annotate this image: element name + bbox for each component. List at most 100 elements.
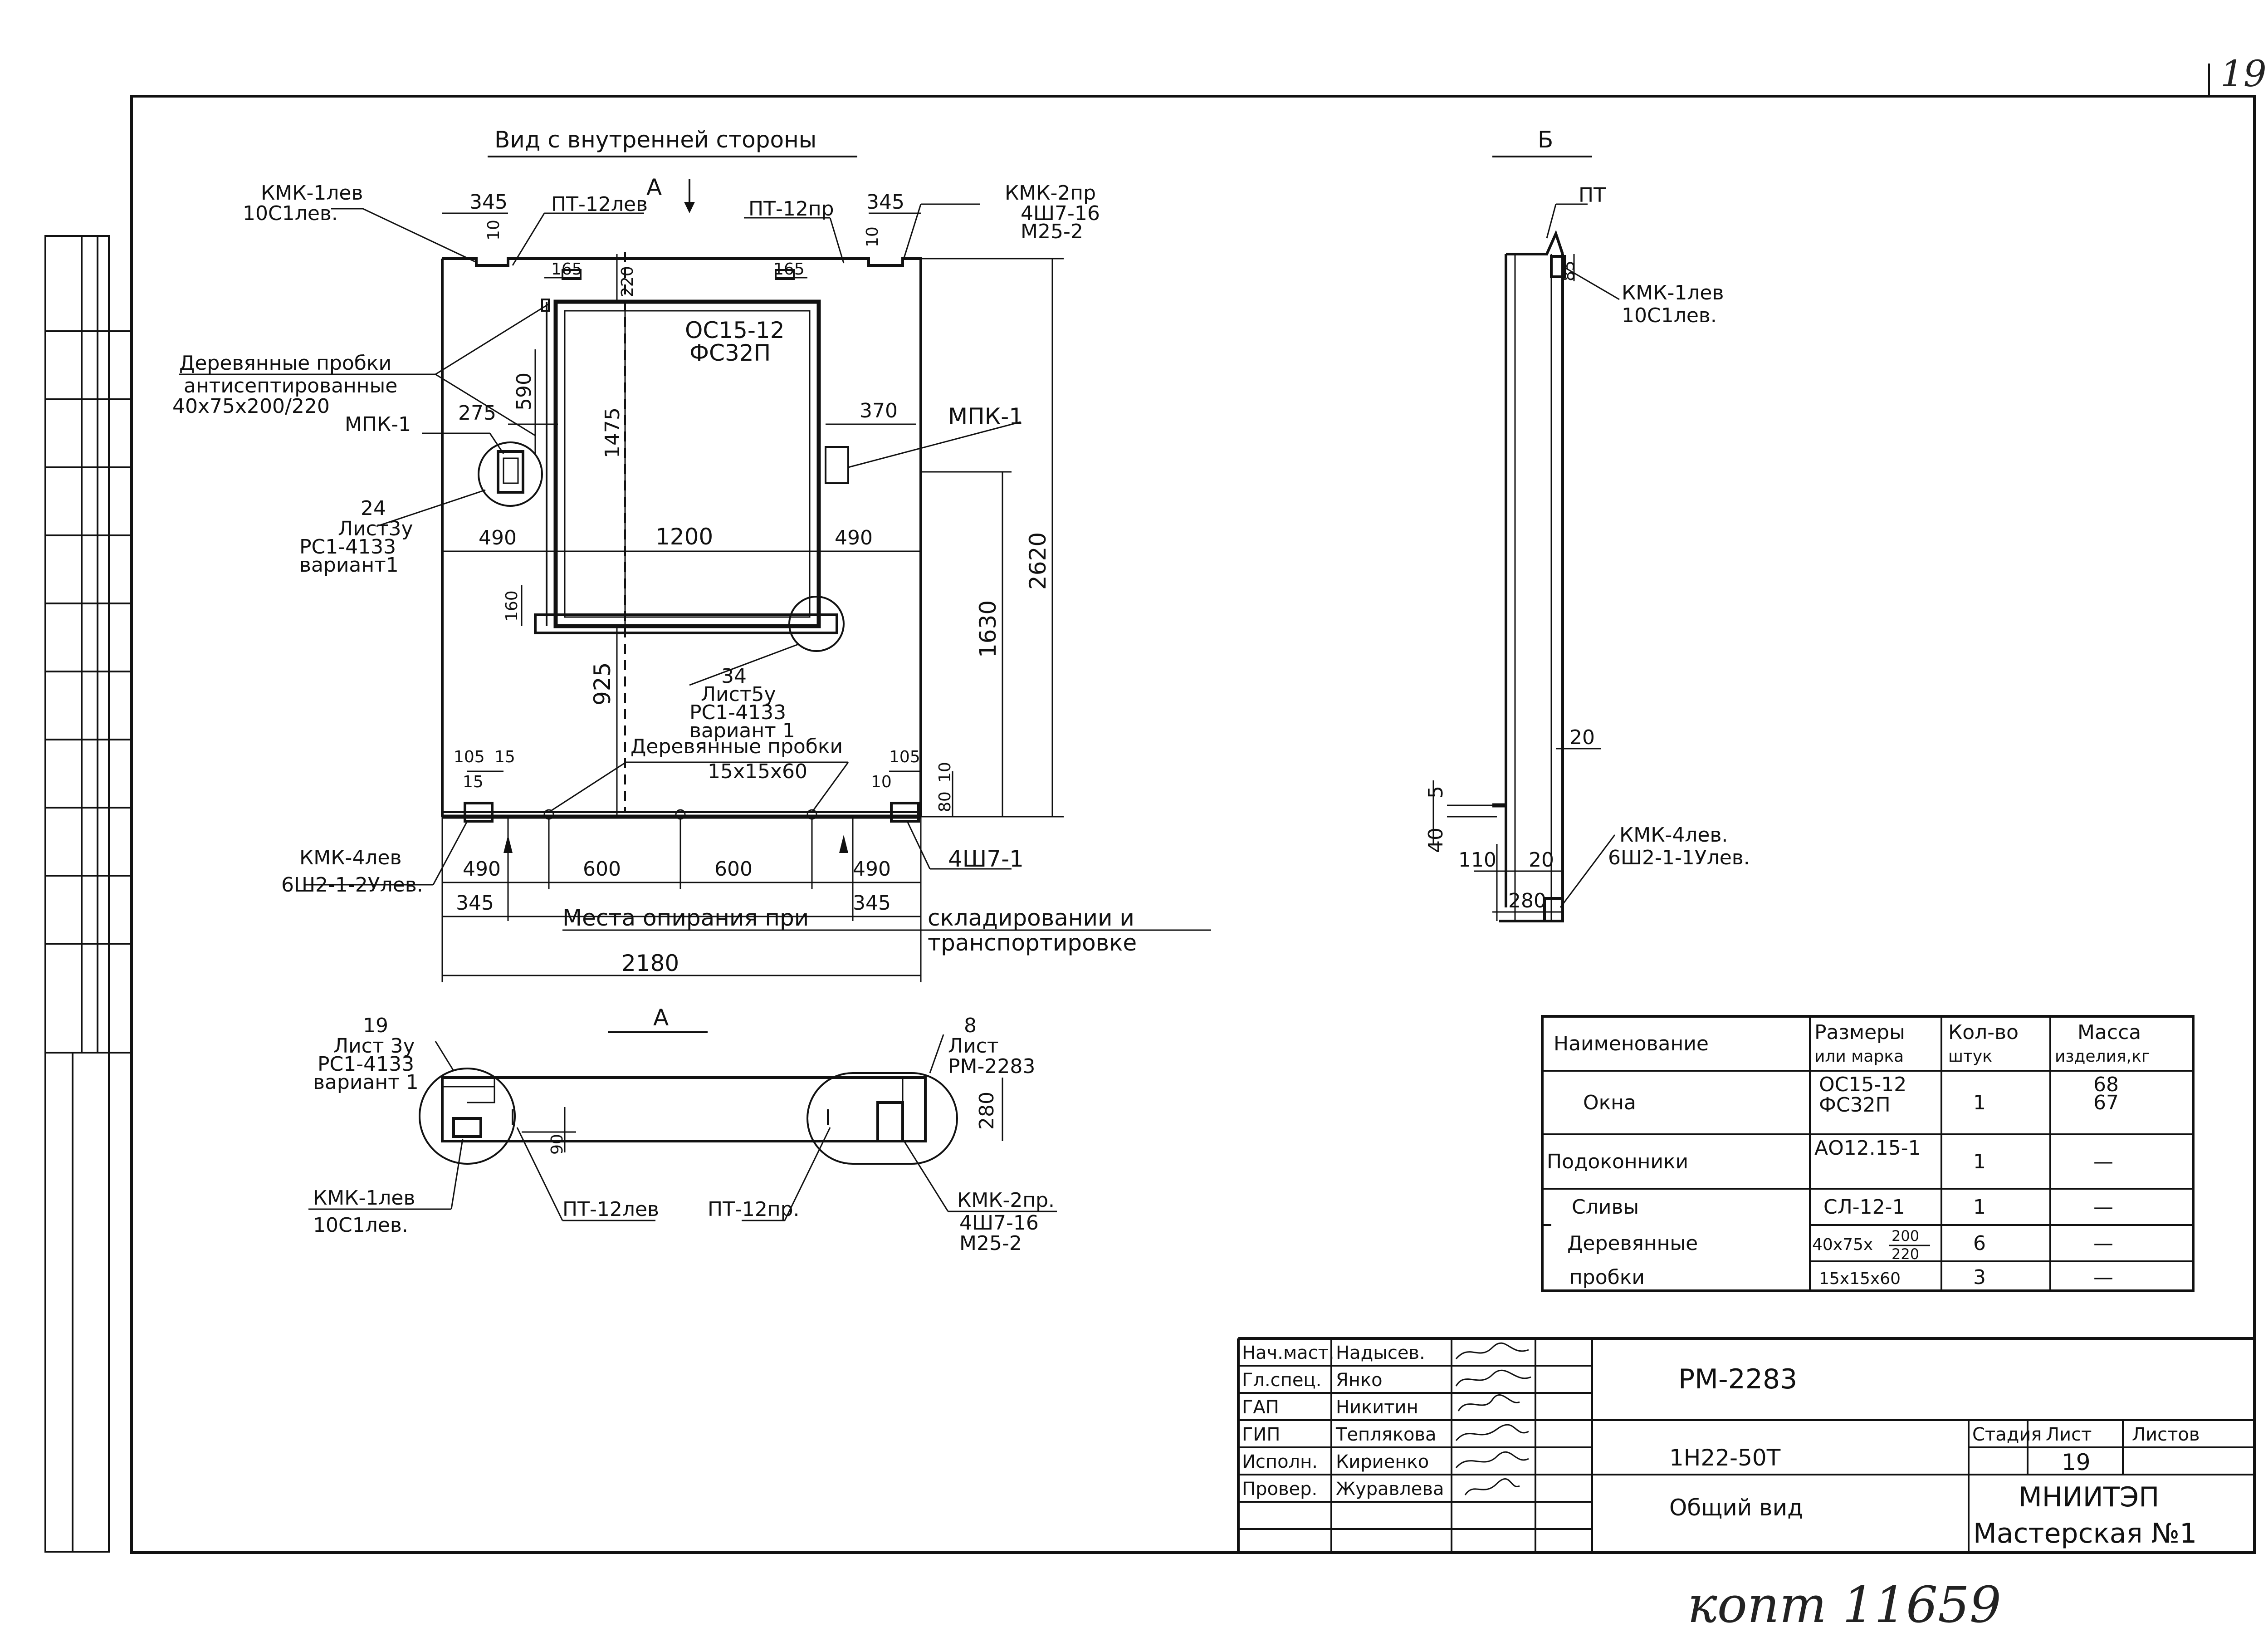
spec-header-size-1: Размеры [1814,1021,1905,1044]
support-label-3: транспортировке [928,930,1137,956]
front-view-title: Вид с внутренней стороны [494,127,816,153]
section-b-dim-280: 280 [1508,889,1546,912]
spec-row-4-name: Деревянные [1567,1232,1698,1255]
front-leaders [179,203,1211,931]
kmk2-label-3: М25-2 [1021,220,1083,243]
dim-490-bottom-left: 490 [463,858,501,881]
page-number: 19 [2220,53,2267,95]
section-a-dim-90: 90 [548,1134,567,1155]
section-a-ref19-3: РС1-4133 [318,1053,414,1076]
tb-name-1: Надысев. [1336,1343,1425,1363]
dim-590: 590 [513,372,536,411]
wall-panel [441,257,922,819]
kmk1-label-1: КМК-1лев [261,181,363,205]
ref24-2: Лист3у [338,517,413,540]
window-mark-2: ФС32П [689,340,771,366]
support-label-1: Места опирания при [562,905,809,931]
spec-row-2-mass: — [2093,1150,2113,1173]
spec-row-4-frac-num: 200 [1892,1227,1919,1245]
dim-600-a: 600 [583,858,621,881]
ref34-4: вариант 1 [689,719,795,742]
tb-role-5: Исполн. [1242,1451,1318,1472]
section-b-dim-20a: 20 [1569,726,1595,749]
section-a-detail-right [807,1072,958,1165]
kmk4-right [890,802,920,823]
detail-circle-34 [788,596,845,652]
section-a-ref19-1: 19 [363,1014,388,1037]
dim-345-right: 345 [866,191,904,214]
section-b-dim-85: 85 [1559,260,1578,281]
front-view: Вид с внутренней стороны А ОС15-12 ФС32П… [172,127,1211,982]
dim-925: 925 [589,662,616,706]
section-a-kmk1-1: КМК-1лев [313,1186,415,1210]
section-a: А 90 280 19 Лист 3у РС1-4133 вариант [308,1005,1057,1255]
ref34-2: Лист5у [701,683,776,706]
dim-10-left: 10 [484,220,503,240]
ref34-3: РС1-4133 [689,701,786,724]
spec-row-4-mass: — [2093,1232,2113,1255]
dim-10-bottom: 10 [871,773,892,791]
dim-160: 160 [503,590,521,622]
ref24-3: РС1-4133 [299,535,396,559]
tb-name-2: Янко [1336,1370,1383,1391]
spec-row-2-qty: 1 [1973,1150,1986,1173]
dim-2620: 2620 [1025,532,1051,590]
spec-row-1-mass-2: 67 [2093,1091,2119,1114]
spec-row-4-mark: 40х75х [1812,1235,1873,1254]
dim-165-right: 165 [773,260,805,279]
sheet-frame: 19 [44,53,2267,1554]
window-mark-1: ОС15-12 [685,317,785,343]
window-opening: ОС15-12 ФС32П [534,299,838,634]
mpk-right-label: МПК-1 [948,403,1023,430]
dim-15-left-a: 15 [494,748,515,766]
plug-top-left [541,299,550,312]
section-a-ref8-1: 8 [964,1014,977,1037]
pt-left-label: ПТ-12лев [551,193,648,216]
section-a-ref19-4: вариант 1 [313,1071,419,1094]
spec-row-4-qty: 6 [1973,1232,1986,1255]
section-a-pt-left: ПТ-12лев [562,1198,659,1221]
plugs2-label-2: 15х15х60 [708,760,807,783]
spec-header-qty-2: штук [1948,1047,1992,1066]
dim-10-vert: 10 [936,762,954,783]
tb-org-1: МНИИТЭП [2019,1481,2159,1513]
footer-handwritten: копт 11659 [1687,1576,2001,1634]
spec-row-3-name: Сливы [1572,1196,1639,1219]
kmk2-label-2: 4Ш7-16 [1021,202,1100,225]
section-b-title: Б [1538,127,1553,153]
dim-1630: 1630 [975,600,1001,658]
tb-role-2: Гл.спец. [1242,1370,1321,1391]
section-b-dim-20b: 20 [1529,848,1554,872]
dim-345-bottom-left: 345 [456,892,494,915]
signatures [1455,1342,1531,1495]
ref34-1: 34 [721,665,747,688]
dim-220: 220 [618,266,637,297]
tb-role-1: Нач.маст. [1242,1343,1334,1363]
ref24-4: вариант1 [299,554,399,577]
tb-role-6: Провер. [1242,1479,1317,1500]
spec-row-3-mass: — [2093,1196,2113,1219]
section-a-ref19-2: Лист 3у [333,1034,415,1058]
section-a-body [441,1076,927,1142]
front-dimension-lines [441,212,1064,982]
tb-name-3: Никитин [1336,1397,1418,1418]
kmk4-label-2: 6Ш2-1-2Улев. [281,873,423,897]
section-b-kmk4-1: КМК-4лев. [1619,823,1728,847]
spec-row-5-name: пробки [1569,1266,1645,1289]
tb-sheets-label: Листов [2132,1424,2200,1445]
tb-name-5: Кириенко [1336,1451,1429,1472]
section-a-kmk2-2: 4Ш7-16 [959,1211,1039,1235]
kmk1-label-2: 10С1лев. [243,202,338,225]
dim-10-right: 10 [863,226,882,247]
section-a-marker: А [646,174,662,201]
plugs-label-3: 40х75х200/220 [172,395,330,418]
kmk4-label-1: КМК-4лев [299,846,401,869]
section-a-detail-left [419,1068,516,1165]
dim-345-bottom-right: 345 [853,892,891,915]
spec-row-1-name: Окна [1583,1091,1636,1114]
plugs-label-2: антисептированные [184,374,397,397]
plug-top-right [775,269,795,280]
section-b-kmk1-2: 10С1лев. [1622,304,1717,327]
tb-name-6: Журавлева [1336,1479,1444,1500]
dim-490-bottom-right: 490 [853,858,891,881]
